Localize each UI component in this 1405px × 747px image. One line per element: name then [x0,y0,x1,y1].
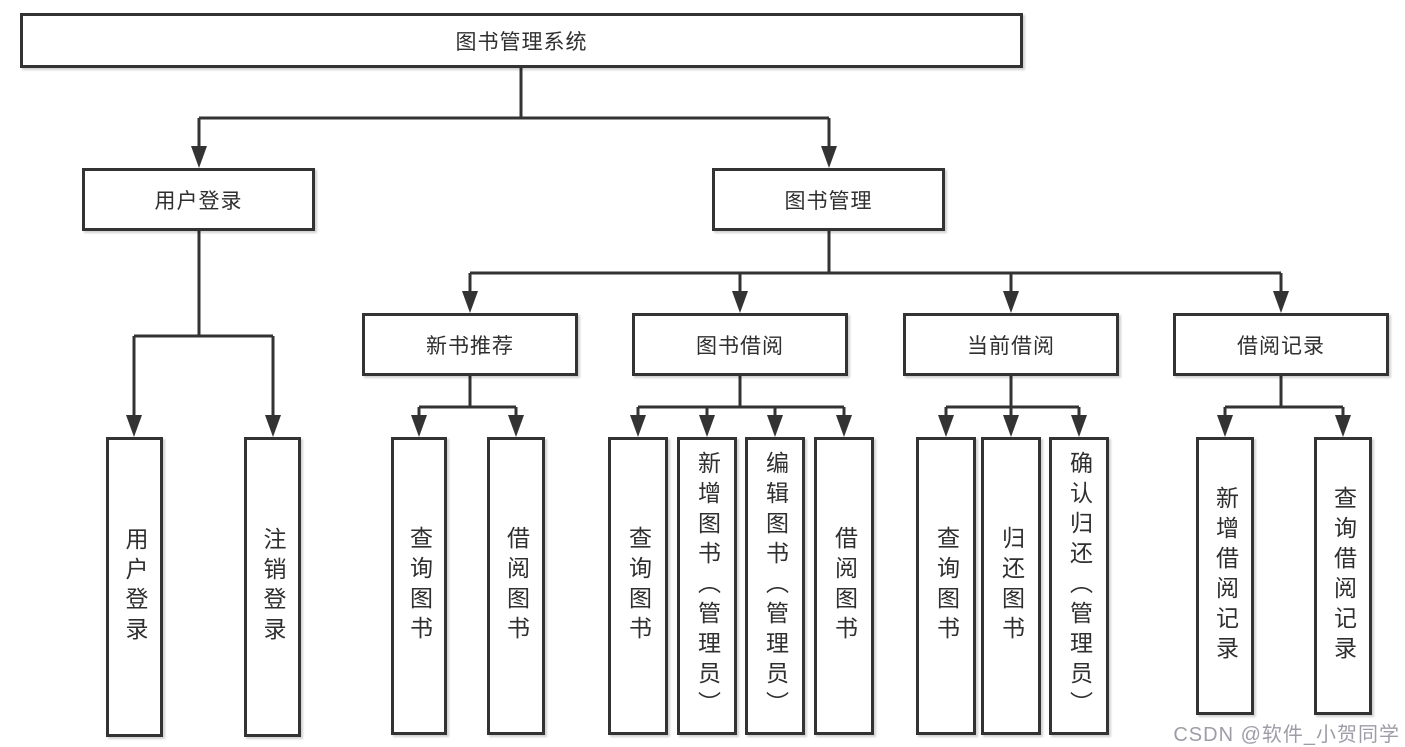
node-current-borrow: 当前借阅 [903,313,1119,376]
arrow-down-icon [732,291,748,313]
leaf-borrow-edit-admin: 编辑图书（管理员） [745,437,805,735]
leaf-label: 编辑图书（管理员） [762,451,789,721]
leaf-label: 借阅图书 [831,526,858,646]
arrow-down-icon [1273,291,1289,313]
leaf-label: 查询图书 [406,526,433,646]
arrow-down-icon [1071,415,1087,437]
leaf-logout: 注销登录 [244,437,301,737]
leaf-label: 新增借阅记录 [1212,486,1239,666]
leaf-label: 查询图书 [933,526,960,646]
arrow-down-icon [462,291,478,313]
arrow-down-icon [1003,415,1019,437]
arrow-down-icon [630,415,646,437]
arrow-down-icon [1335,415,1351,437]
csdn-watermark: CSDN @软件_小贺同学 [1173,724,1400,746]
leaf-borrow-query: 查询图书 [608,437,668,735]
arrow-down-icon [836,415,852,437]
arrow-down-icon [1003,291,1019,313]
leaf-user-login: 用户登录 [106,437,163,737]
node-book-borrow: 图书借阅 [632,313,848,376]
leaf-label: 查询图书 [625,526,652,646]
leaf-label: 查询借阅记录 [1330,486,1357,666]
leaf-records-add: 新增借阅记录 [1196,437,1254,715]
leaf-label: 用户登录 [122,527,148,647]
arrow-down-icon [938,415,954,437]
arrow-down-icon [821,146,837,168]
arrow-down-icon [411,415,427,437]
leaf-current-return: 归还图书 [981,437,1041,735]
connector-user-login-children [132,231,275,417]
arrow-down-icon [699,415,715,437]
node-borrow-records: 借阅记录 [1173,313,1389,376]
connector-new-books-children [417,376,518,419]
leaf-label: 新增图书（管理员） [694,451,721,721]
leaf-label: 确认归还（管理员） [1066,451,1093,721]
leaf-new-books-query: 查询图书 [391,437,447,735]
arrow-down-icon [126,415,142,437]
leaf-current-query: 查询图书 [916,437,976,735]
arrow-down-icon [767,415,783,437]
arrow-down-icon [265,415,281,437]
leaf-records-query: 查询借阅记录 [1314,437,1372,715]
leaf-borrow-add-admin: 新增图书（管理员） [677,437,737,735]
connector-current-borrow-children [944,376,1081,419]
node-book-management: 图书管理 [712,168,945,231]
arrow-down-icon [508,415,524,437]
connector-borrow-records-children [1223,376,1345,419]
leaf-label: 借阅图书 [503,526,530,646]
leaf-label: 注销登录 [260,527,286,647]
leaf-current-confirm-return-admin: 确认归还（管理员） [1049,437,1109,735]
connector-book-mgmt-to-level3 [468,231,1283,293]
node-new-book-recommend: 新书推荐 [362,313,578,376]
connector-book-borrow-children [636,376,846,419]
leaf-label: 归还图书 [998,526,1025,646]
leaf-new-books-borrow: 借阅图书 [487,437,545,735]
arrow-down-icon [1217,415,1233,437]
connector-root-to-level2 [197,68,831,148]
node-root: 图书管理系统 [20,13,1023,68]
leaf-borrow-borrow: 借阅图书 [814,437,874,735]
node-user-login: 用户登录 [82,168,315,231]
arrow-down-icon [191,146,207,168]
